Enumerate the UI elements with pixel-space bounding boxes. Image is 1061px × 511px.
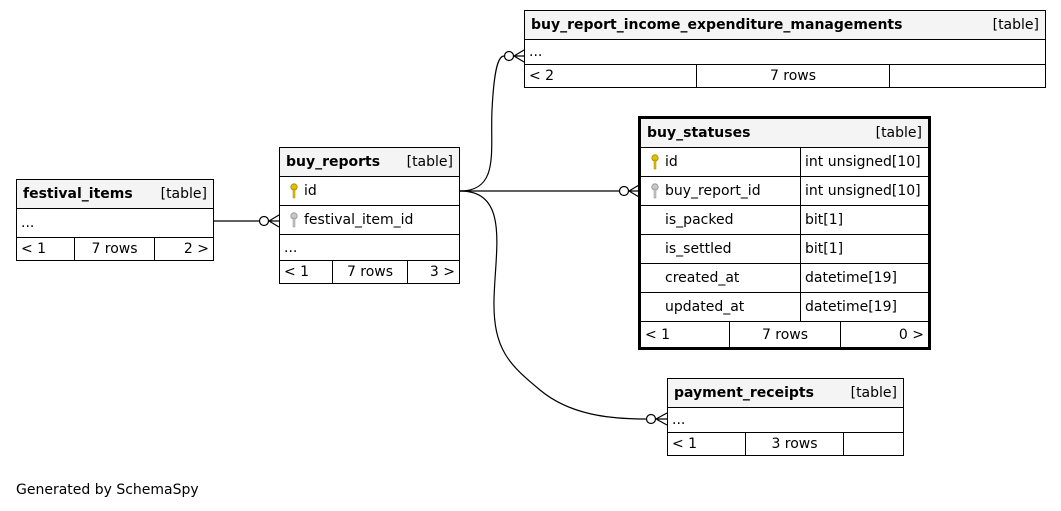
column-name: updated_at [665, 299, 745, 315]
column-name: id [665, 154, 678, 170]
footer-prev[interactable]: < 1 [280, 261, 333, 283]
column-name: created_at [665, 270, 740, 286]
footer-prev[interactable]: < 1 [17, 238, 75, 260]
table-name: buy_report_income_expenditure_management… [531, 17, 903, 33]
table-kind: [table] [875, 125, 922, 141]
table-kind: [table] [160, 186, 207, 202]
ellipsis-row: ... [525, 40, 1045, 65]
table-name: buy_reports [286, 154, 381, 170]
generated-by-label: Generated by SchemaSpy [16, 482, 199, 498]
footer-next[interactable]: 3 > [429, 264, 455, 280]
footer-prev[interactable]: < 1 [668, 433, 746, 455]
column-name: is_packed [665, 212, 734, 228]
table-buy-reports[interactable]: buy_reports [table] id festival_item_id … [279, 147, 460, 284]
footer-next[interactable] [844, 433, 903, 455]
edge-buy-reports-buy-statuses [460, 184, 640, 198]
table-buy-report-income-expenditure-managements[interactable]: buy_report_income_expenditure_management… [524, 10, 1046, 88]
column-type: int unsigned[10] [805, 183, 921, 199]
edge-festival-items-buy-reports [213, 214, 280, 228]
column-type: datetime[19] [805, 270, 897, 286]
column-row[interactable]: is_packed bit[1] [641, 206, 928, 235]
footer-prev[interactable]: < 2 [525, 65, 697, 87]
footer-rows: 3 rows [746, 433, 844, 455]
footer-next[interactable] [890, 65, 1045, 87]
footer-rows: 7 rows [75, 238, 155, 260]
column-row[interactable]: buy_report_id int unsigned[10] [641, 177, 928, 206]
table-footer: < 1 7 rows 2 > [17, 238, 213, 260]
ellipsis-row: ... [668, 408, 903, 433]
footer-rows: 7 rows [697, 65, 890, 87]
table-footer: < 1 7 rows 3 > [280, 261, 459, 283]
table-footer: < 1 3 rows [668, 433, 903, 455]
footer-prev[interactable]: < 1 [641, 322, 730, 347]
column-name: is_settled [665, 241, 732, 257]
table-header[interactable]: buy_statuses [table] [641, 119, 928, 148]
footer-next[interactable]: 2 > [183, 241, 209, 257]
column-type: bit[1] [805, 241, 844, 257]
column-type: bit[1] [805, 212, 844, 228]
ellipsis-text: ... [672, 412, 686, 428]
table-kind: [table] [850, 385, 897, 401]
table-kind: [table] [406, 154, 453, 170]
column-type: int unsigned[10] [805, 154, 921, 170]
pk-key-icon [284, 183, 304, 199]
fk-key-icon [284, 212, 304, 228]
footer-rows: 7 rows [333, 261, 408, 283]
column-name: buy_report_id [665, 183, 761, 199]
table-festival-items[interactable]: festival_items [table] ... < 1 7 rows 2 … [16, 179, 214, 261]
table-payment-receipts[interactable]: payment_receipts [table] ... < 1 3 rows [667, 378, 904, 456]
table-header[interactable]: festival_items [table] [17, 180, 213, 209]
table-header[interactable]: payment_receipts [table] [668, 379, 903, 408]
pk-key-icon [645, 154, 665, 170]
column-name: id [304, 183, 317, 199]
edge-buy-reports-income [459, 49, 525, 192]
column-row[interactable]: id int unsigned[10] [641, 148, 928, 177]
edge-buy-reports-payment-receipts [459, 190, 668, 426]
column-row[interactable]: id [280, 177, 459, 206]
table-name: festival_items [23, 186, 133, 202]
ellipsis-text: ... [284, 239, 298, 256]
ellipsis-text: ... [529, 44, 543, 60]
table-name: buy_statuses [647, 125, 751, 141]
ellipsis-row: ... [280, 235, 459, 261]
column-row[interactable]: festival_item_id [280, 206, 459, 235]
fk-key-icon [645, 183, 665, 199]
footer-rows: 7 rows [730, 322, 841, 347]
column-type: datetime[19] [805, 299, 897, 315]
table-footer: < 2 7 rows [525, 65, 1045, 87]
table-kind: [table] [992, 17, 1039, 33]
table-buy-statuses[interactable]: buy_statuses [table] id int unsigned[10]… [638, 116, 931, 350]
table-header[interactable]: buy_reports [table] [280, 148, 459, 177]
column-row[interactable]: is_settled bit[1] [641, 235, 928, 264]
column-row[interactable]: created_at datetime[19] [641, 264, 928, 293]
table-name: payment_receipts [674, 385, 814, 401]
ellipsis-text: ... [21, 215, 35, 231]
ellipsis-row: ... [17, 209, 213, 238]
table-header[interactable]: buy_report_income_expenditure_management… [525, 11, 1045, 40]
column-name: festival_item_id [304, 212, 414, 228]
footer-next[interactable]: 0 > [898, 326, 924, 343]
column-row[interactable]: updated_at datetime[19] [641, 293, 928, 322]
table-footer: < 1 7 rows 0 > [641, 322, 928, 347]
